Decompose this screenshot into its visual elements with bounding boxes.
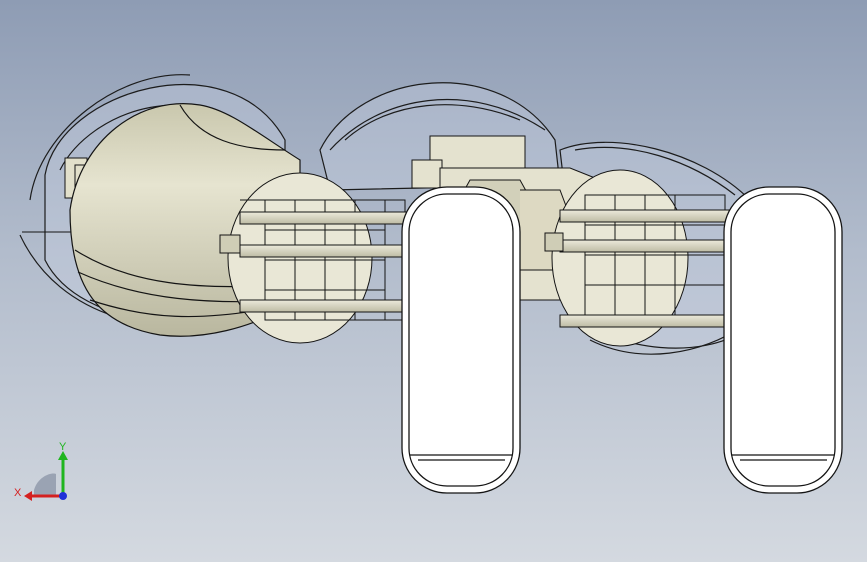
triad-floor-shadow: [34, 473, 56, 496]
z-axis-dot: [59, 492, 67, 500]
rear-wheel[interactable]: [723, 186, 843, 494]
y-axis-arrowhead: [58, 451, 68, 460]
orientation-triad: Y X: [14, 441, 68, 501]
front-wheel[interactable]: [401, 186, 521, 494]
y-axis-label: Y: [59, 441, 67, 453]
right-drive-cage[interactable]: [544, 169, 741, 347]
x-axis-arrowhead: [24, 491, 32, 501]
x-axis-label: X: [14, 487, 22, 499]
left-drive-cage[interactable]: [219, 172, 431, 344]
